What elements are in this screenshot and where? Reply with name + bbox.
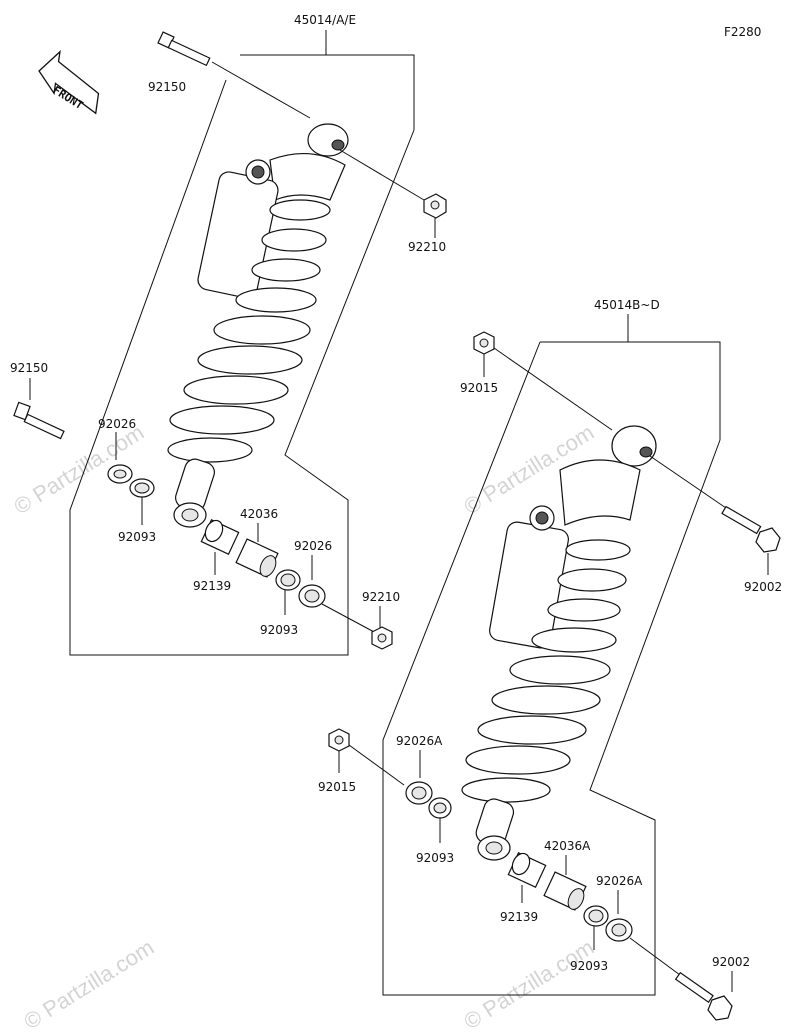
- right-assembly: 45014B~D 92015: [318, 298, 782, 1021]
- left-assembly: 45014/A/E 92150: [10, 13, 447, 656]
- left-side-bolt-icon: [13, 401, 65, 440]
- right-bracket-top: [540, 341, 721, 440]
- left-washer-outer-label: 92026: [98, 417, 136, 431]
- left-side-bolt-label: 92150: [10, 361, 48, 375]
- left-top-nut-icon: [423, 193, 447, 219]
- right-shock-absorber-icon: [461, 425, 657, 861]
- right-washer-outer-icon: [405, 781, 433, 805]
- right-bushing-label: 42036A: [544, 839, 591, 853]
- right-seal-icon: [428, 797, 452, 819]
- left-top-bolt-leader: [211, 61, 311, 119]
- right-seal-right-icon: [583, 905, 609, 927]
- right-bottom-bolt-icon: [674, 971, 733, 1021]
- right-bottom-nut-leader: [348, 744, 405, 786]
- right-washer-right-icon: [605, 918, 633, 942]
- left-bottom-nut-icon: [371, 626, 393, 650]
- watermark-right-bottom: © Partzilla.com: [459, 934, 598, 1033]
- left-washer-right-label: 92026: [294, 539, 332, 553]
- left-seal-right-icon: [275, 569, 301, 591]
- left-washer-outer-icon: [107, 464, 133, 484]
- right-shock-label: 45014B~D: [594, 298, 660, 312]
- left-sleeve-label: 92139: [193, 579, 231, 593]
- left-bottom-nut-leader: [321, 603, 377, 634]
- right-bottom-bolt-leader: [629, 937, 681, 976]
- front-arrow-icon: FRONT: [38, 50, 100, 115]
- left-shock-absorber-icon: [167, 123, 349, 528]
- right-top-nut-leader: [493, 347, 613, 431]
- left-outline: [69, 79, 415, 656]
- right-bushing-icon: [543, 871, 587, 911]
- left-bushing-label: 42036: [240, 507, 278, 521]
- right-sleeve-label: 92139: [500, 910, 538, 924]
- left-seal-label: 92093: [118, 530, 156, 544]
- left-top-nut-label: 92210: [408, 240, 446, 254]
- right-top-nut-label: 92015: [460, 381, 498, 395]
- left-sleeve-icon: [200, 518, 240, 556]
- left-bushing-icon: [235, 538, 279, 578]
- left-bottom-nut-label: 92210: [362, 590, 400, 604]
- figure-code: F2280: [724, 25, 761, 39]
- right-top-nut-icon: [473, 331, 495, 355]
- watermark-left-bottom: © Partzilla.com: [19, 934, 158, 1033]
- left-washer-right-icon: [298, 584, 326, 608]
- left-shock-label: 45014/A/E: [294, 13, 356, 27]
- right-washer-right-label: 92026A: [596, 874, 643, 888]
- left-seal-right-label: 92093: [260, 623, 298, 637]
- right-top-bolt-icon: [721, 505, 781, 553]
- right-bottom-nut-label: 92015: [318, 780, 356, 794]
- left-top-bolt-icon: [157, 31, 211, 67]
- right-bottom-nut-icon: [328, 728, 350, 752]
- right-top-bolt-label: 92002: [744, 580, 782, 594]
- right-top-bolt-leader: [649, 455, 727, 509]
- right-sleeve-icon: [507, 851, 547, 889]
- right-seal-right-label: 92093: [570, 959, 608, 973]
- left-top-bolt-label: 92150: [148, 80, 186, 94]
- right-seal-label: 92093: [416, 851, 454, 865]
- right-washer-outer-label: 92026A: [396, 734, 443, 748]
- left-bracket-top: [240, 54, 415, 130]
- right-bottom-bolt-label: 92002: [712, 955, 750, 969]
- left-seal-icon: [129, 478, 155, 498]
- right-outline: [382, 341, 721, 996]
- left-top-nut-leader: [339, 149, 425, 201]
